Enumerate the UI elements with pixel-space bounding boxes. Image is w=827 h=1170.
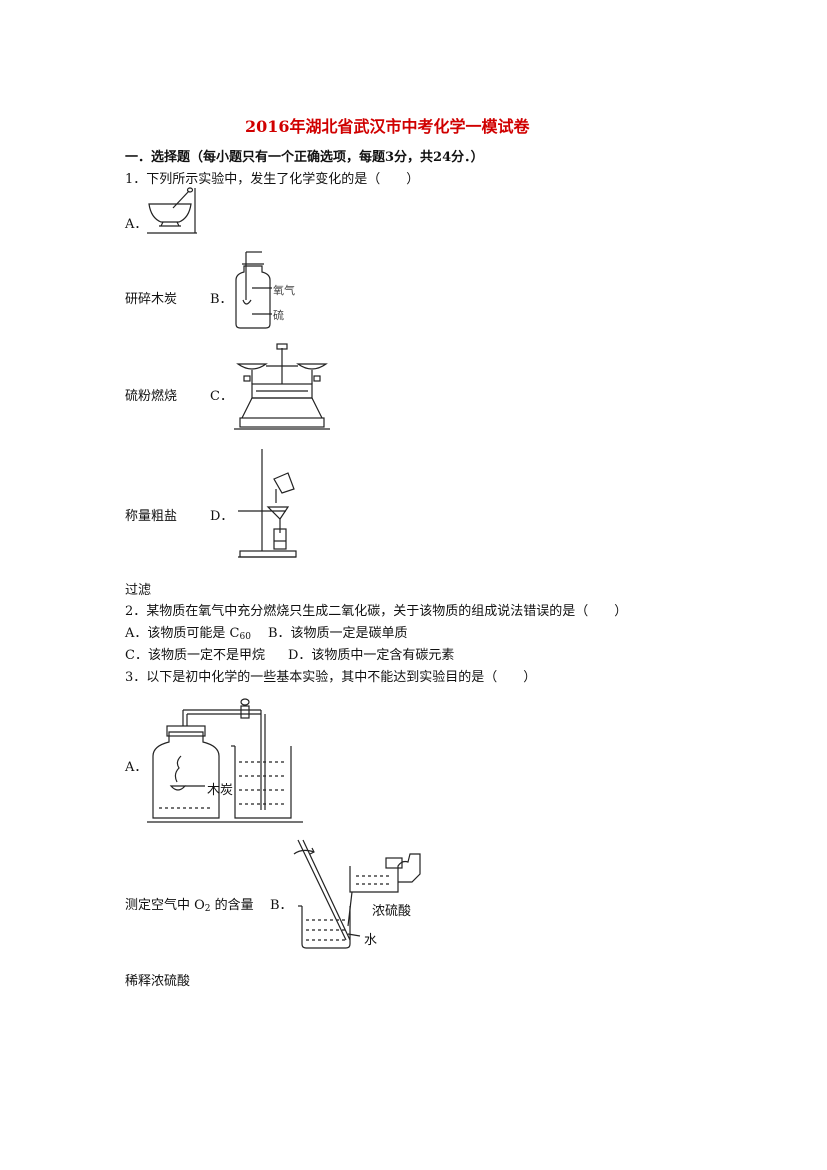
section-heading: 一．选择题（每小题只有一个正确选项，每题3分，共24分．）	[125, 150, 484, 165]
q1-caption-d: 过滤	[125, 583, 152, 598]
water-label: 水	[364, 933, 378, 948]
q3-caption-a: 测定空气中 O2 的含量	[125, 894, 254, 914]
q3-caption-b: 稀释浓硫酸	[125, 974, 191, 989]
mortar-pestle-figure	[147, 187, 197, 234]
q1-option-b-label: B．	[210, 292, 233, 307]
balance-figure	[234, 343, 330, 430]
q2-option-a: A．该物质可能是 C60	[125, 622, 251, 642]
q1-caption-a: 研碎木炭	[125, 292, 178, 307]
q3-caption-a-suffix: 的含量	[210, 898, 254, 913]
q2-option-d: D．该物质中一定含有碳元素	[288, 648, 455, 663]
q3-option-a-label: A．	[125, 760, 148, 775]
sulfur-burning-figure	[235, 251, 272, 329]
q1-caption-c: 称量粗盐	[125, 509, 178, 524]
q2-option-a-subscript: 60	[239, 632, 251, 642]
q2-option-a-text: A．该物质可能是 C	[125, 626, 240, 641]
q3-option-b-label: B．	[270, 898, 293, 913]
charcoal-label: 木炭	[207, 783, 234, 798]
q1-caption-b: 硫粉燃烧	[125, 389, 178, 404]
acid-label: 浓硫酸	[372, 904, 412, 919]
b-oxygen-label: 氧气	[273, 284, 295, 297]
q1-option-a-label: A．	[125, 217, 148, 232]
q1-option-d-label: D．	[210, 509, 234, 524]
page-title: 2016年湖北省武汉市中考化学一模试卷	[245, 117, 530, 136]
q3-stem: 3．以下是初中化学的一些基本实验，其中不能达到实验目的是（ ）	[125, 670, 537, 685]
oxygen-content-figure	[147, 698, 303, 823]
q1-stem: 1．下列所示实验中，发生了化学变化的是（ ）	[125, 172, 420, 187]
q1-option-c-label: C．	[210, 389, 233, 404]
b-sulfur-label: 硫	[273, 309, 284, 322]
q2-option-c: C．该物质一定不是甲烷	[125, 648, 265, 663]
q2-stem: 2．某物质在氧气中充分燃烧只生成二氧化碳，关于该物质的组成说法错误的是（ ）	[125, 604, 628, 619]
filtration-figure	[238, 449, 297, 558]
q2-option-b: B．该物质一定是碳单质	[268, 626, 408, 641]
q3-caption-a-text: 测定空气中 O	[125, 898, 205, 913]
dilute-acid-figure	[293, 839, 421, 949]
q3-caption-a-subscript: 2	[204, 904, 211, 914]
